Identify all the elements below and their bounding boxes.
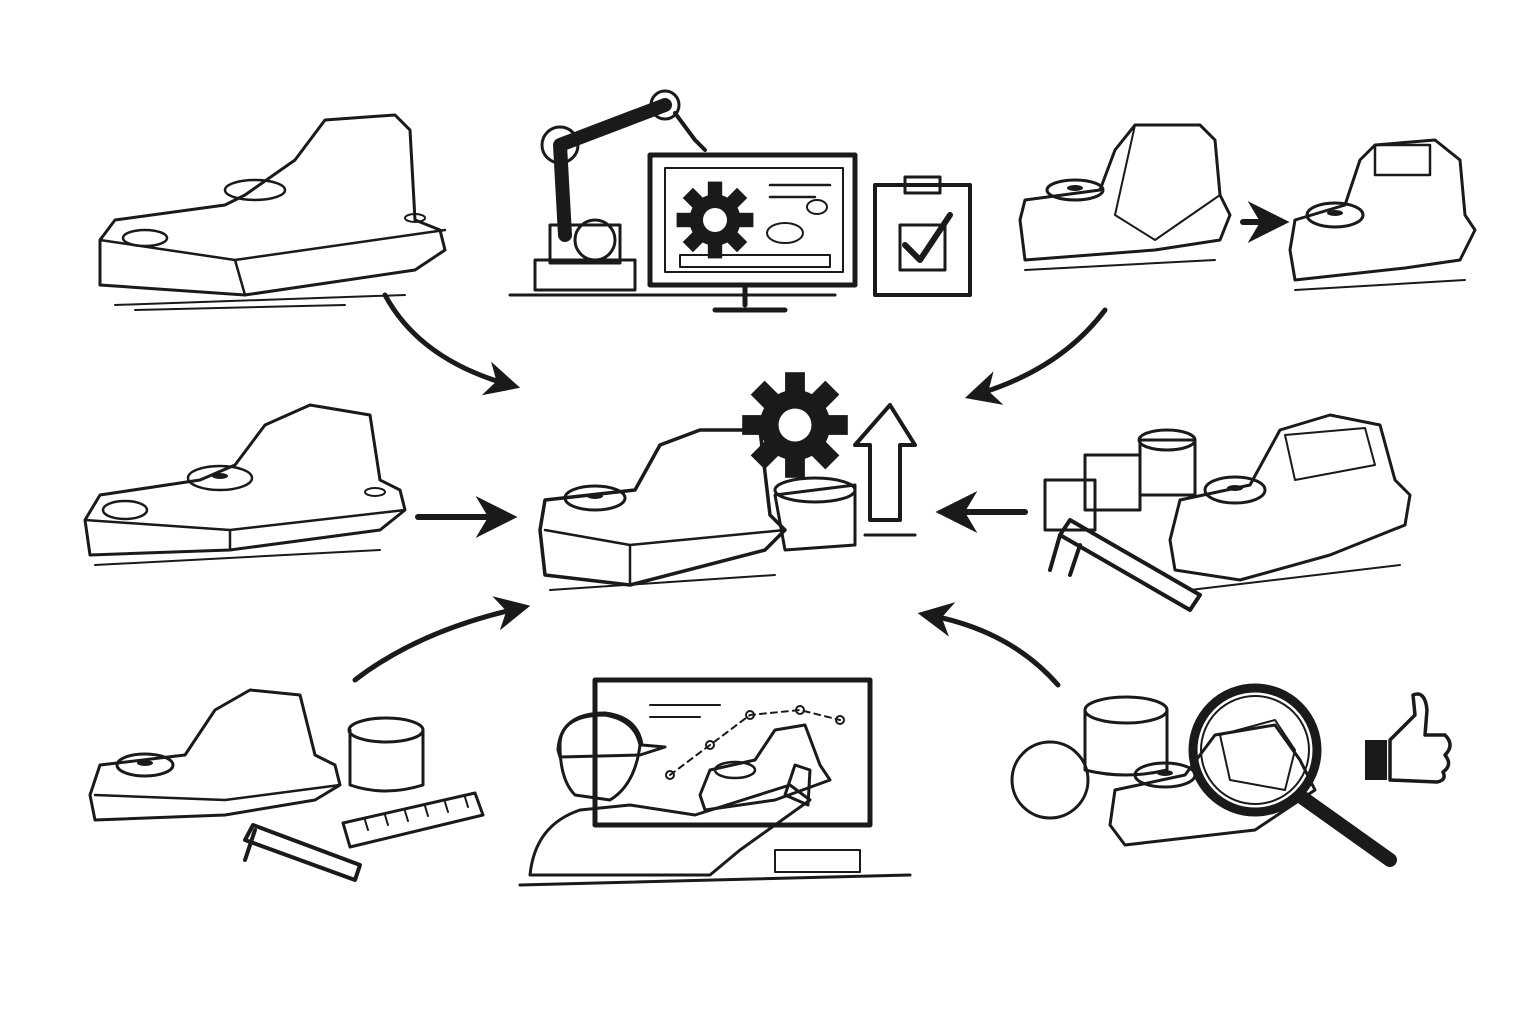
shaded-part bbox=[1168, 413, 1412, 591]
primitive-blocks bbox=[1043, 428, 1197, 532]
gear-icon bbox=[676, 181, 754, 259]
gear-icon bbox=[742, 372, 848, 478]
arrow-bottom-left-to-hub bbox=[352, 596, 531, 683]
engineer bbox=[518, 711, 912, 887]
central-optimized-part bbox=[538, 372, 917, 591]
mesh-part-with-tools bbox=[88, 688, 485, 882]
magnifier-icon bbox=[1188, 683, 1397, 867]
checklist-clipboard bbox=[873, 175, 972, 297]
arrow-top-left-to-hub bbox=[382, 292, 521, 396]
robot-arm-monitor-checklist bbox=[508, 89, 972, 313]
robot-arm bbox=[533, 89, 707, 292]
inspection-approved bbox=[1010, 683, 1452, 867]
part-iteration-step-1 bbox=[1018, 123, 1232, 271]
monitor bbox=[508, 152, 858, 313]
arrow-top-right-to-hub bbox=[964, 307, 1108, 405]
inspected-part bbox=[1108, 723, 1317, 847]
up-arrow-icon bbox=[853, 403, 917, 522]
ruler-icon bbox=[341, 791, 485, 849]
thumbs-up-icon bbox=[1365, 692, 1452, 784]
blocks-and-shaded-part bbox=[1043, 413, 1412, 612]
sphere-block bbox=[1010, 740, 1090, 820]
caliper-icon bbox=[243, 823, 362, 882]
engineer-at-cad-screen bbox=[518, 677, 912, 887]
mesh-part-top-left bbox=[98, 113, 447, 311]
arrow-bottom-right-to-hub bbox=[917, 602, 1061, 688]
cylinder-block bbox=[347, 716, 425, 793]
checkmark-icon bbox=[902, 212, 953, 263]
part-iteration-top-right bbox=[1018, 123, 1477, 291]
cad-screen bbox=[592, 677, 873, 828]
caliper-icon bbox=[1048, 518, 1202, 612]
part-iteration-step-2 bbox=[1288, 138, 1477, 291]
mesh-part-middle-left bbox=[83, 403, 407, 566]
